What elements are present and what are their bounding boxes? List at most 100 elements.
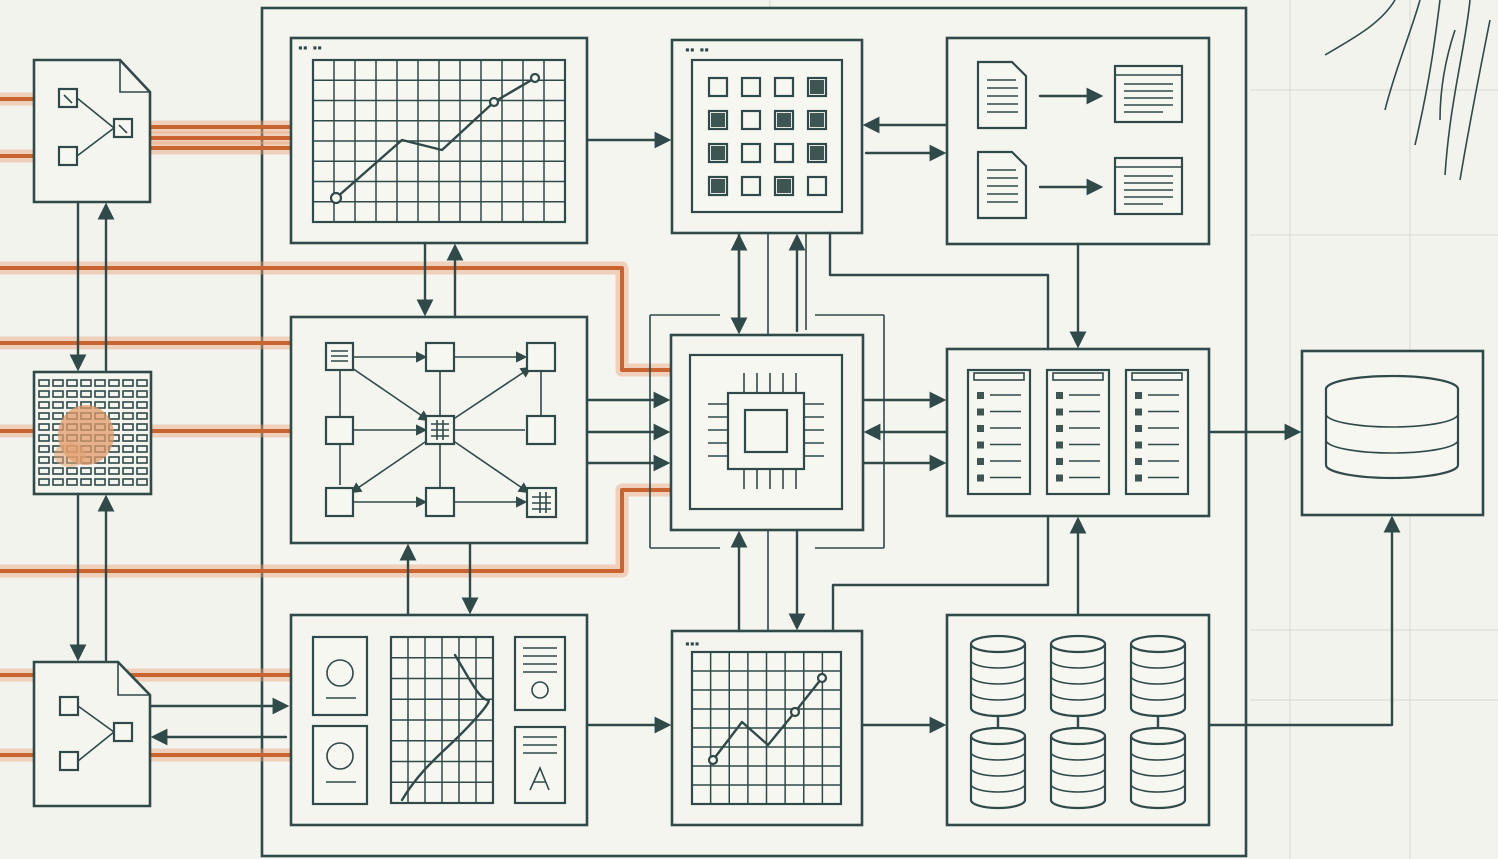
document-icon bbox=[976, 60, 1028, 130]
graph-node-hub bbox=[424, 414, 456, 446]
heatmap-cell bbox=[136, 467, 148, 475]
source-document-bottom bbox=[32, 660, 152, 808]
heatmap-cell bbox=[108, 412, 120, 420]
window-icon bbox=[1113, 156, 1184, 216]
trend-line bbox=[334, 76, 537, 200]
matrix-cell bbox=[773, 142, 795, 164]
profile-card bbox=[311, 635, 369, 717]
profile-card bbox=[311, 724, 369, 806]
document-transform-panel bbox=[945, 36, 1211, 246]
heatmap-cell bbox=[52, 390, 64, 398]
panel-caption: ▪▪ ▪▪ bbox=[685, 45, 709, 54]
heatmap-cell bbox=[94, 467, 106, 475]
heatmap-cell bbox=[108, 456, 120, 464]
heatmap-cell bbox=[94, 478, 106, 486]
matrix-cells bbox=[707, 76, 828, 197]
database-icon bbox=[1129, 634, 1187, 718]
document-icon bbox=[976, 150, 1028, 220]
heatmap-cell bbox=[52, 467, 64, 475]
heatmap-cell bbox=[122, 423, 134, 431]
heatmap-cell bbox=[52, 412, 64, 420]
matrix-panel: ▪▪ ▪▪ bbox=[670, 38, 864, 235]
database-icon bbox=[969, 726, 1027, 810]
heatmap-cell bbox=[38, 434, 50, 442]
heatmap-cell bbox=[136, 445, 148, 453]
list-columns bbox=[966, 368, 1190, 496]
heatmap-cell bbox=[108, 467, 120, 475]
heatmap-cell bbox=[94, 401, 106, 409]
heatmap-cell bbox=[122, 390, 134, 398]
data-point bbox=[529, 72, 541, 84]
graph-node bbox=[424, 341, 456, 373]
heatmap-cell bbox=[122, 456, 134, 464]
heatmap-cell bbox=[38, 412, 50, 420]
cpu-chip-pins bbox=[708, 373, 824, 489]
heatmap-cell bbox=[94, 390, 106, 398]
heatmap-cell bbox=[52, 379, 64, 387]
database-cluster-panel bbox=[945, 613, 1211, 827]
heatmap-cell bbox=[122, 445, 134, 453]
processor-chip-panel bbox=[649, 314, 885, 549]
heatmap-cell bbox=[136, 478, 148, 486]
heatmap-cell bbox=[122, 379, 134, 387]
heatmap-cell bbox=[38, 401, 50, 409]
graph-node bbox=[324, 486, 355, 518]
matrix-cell bbox=[740, 142, 762, 164]
graph-node bbox=[324, 415, 355, 446]
heatmap-cell bbox=[108, 401, 120, 409]
heatmap-cell bbox=[38, 456, 50, 464]
heatmap-cell bbox=[136, 379, 148, 387]
data-point bbox=[707, 754, 719, 766]
node-icon bbox=[112, 721, 134, 743]
heatmap-cell bbox=[66, 478, 78, 486]
heatmap-cell bbox=[80, 478, 92, 486]
node-icon bbox=[58, 750, 80, 772]
flow-arrows bbox=[399, 116, 1401, 734]
source-document-top bbox=[32, 58, 152, 204]
heatmap-cell bbox=[108, 379, 120, 387]
heatmap-cell bbox=[38, 478, 50, 486]
graph-node bbox=[525, 341, 557, 373]
left-column-arrows bbox=[69, 200, 290, 746]
matrix-cell bbox=[806, 175, 828, 197]
heatmap-cell bbox=[66, 379, 78, 387]
database-icon bbox=[1049, 726, 1107, 810]
window-icon bbox=[1113, 64, 1184, 124]
heatmap-cell bbox=[136, 412, 148, 420]
heatmap-hotspot bbox=[54, 443, 86, 467]
data-point bbox=[789, 706, 801, 718]
heatmap-cell bbox=[122, 412, 134, 420]
heatmap-cell bbox=[136, 434, 148, 442]
text-document-icon bbox=[513, 635, 567, 712]
matrix-cell bbox=[740, 76, 762, 98]
database-output-panel bbox=[1300, 349, 1485, 517]
panel-caption: ▪▪▪ bbox=[685, 639, 699, 648]
list-columns-panel bbox=[945, 347, 1211, 518]
data-point bbox=[488, 96, 500, 108]
matrix-cell bbox=[740, 175, 762, 197]
heatmap-cell bbox=[122, 467, 134, 475]
graph-panel-bottom: ▪▪▪ bbox=[670, 629, 864, 827]
data-point bbox=[816, 672, 828, 684]
heatmap-cell bbox=[136, 390, 148, 398]
database-icon bbox=[1049, 634, 1107, 718]
heatmap-cell bbox=[122, 478, 134, 486]
chart-gridlines bbox=[313, 60, 565, 222]
heatmap-cell bbox=[52, 401, 64, 409]
node-icon bbox=[57, 145, 79, 167]
database-icon bbox=[1129, 726, 1187, 810]
graph-node bbox=[424, 486, 456, 518]
branch-sketch-decoration bbox=[1324, 0, 1491, 181]
heatmap-cell bbox=[136, 456, 148, 464]
heatmap-cell bbox=[122, 434, 134, 442]
node-icon bbox=[58, 695, 80, 717]
heatmap-cell bbox=[108, 390, 120, 398]
heatmap-cell bbox=[94, 379, 106, 387]
heatmap-cell bbox=[136, 401, 148, 409]
heatmap-cell bbox=[38, 467, 50, 475]
line-chart-panel: ▪▪ ▪▪ bbox=[289, 36, 589, 245]
heatmap-cell bbox=[66, 467, 78, 475]
matrix-cell bbox=[773, 76, 795, 98]
